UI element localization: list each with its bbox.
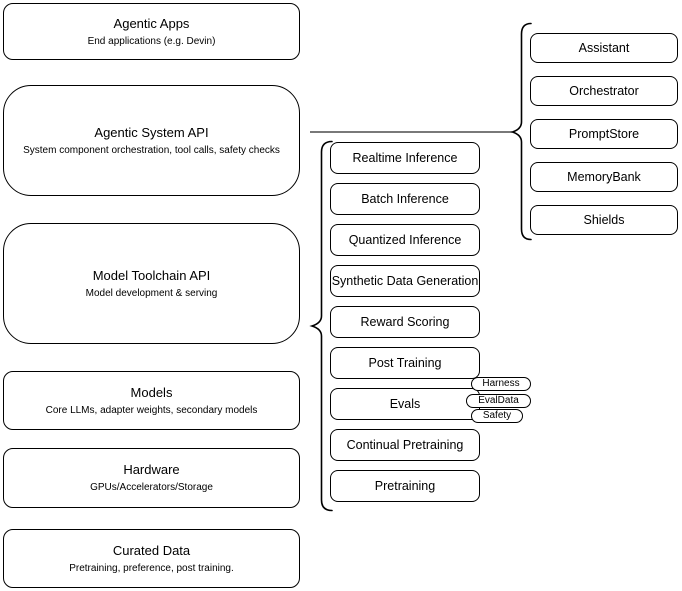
toolchain-item-label: Realtime Inference — [352, 151, 458, 165]
system-component-promptstore: PromptStore — [530, 119, 678, 149]
layer-title: Model Toolchain API — [92, 267, 211, 283]
toolchain-item-evals: Evals — [330, 388, 480, 420]
evals-tag-harness: Harness — [471, 377, 531, 391]
system-component-label: Orchestrator — [569, 84, 639, 98]
layer-model-toolchain-api: Model Toolchain API Model development & … — [3, 223, 300, 344]
toolchain-item-reward-scoring: Reward Scoring — [330, 306, 480, 338]
evals-tag-evaldata: EvalData — [466, 394, 531, 408]
toolchain-item-pretraining: Pretraining — [330, 470, 480, 502]
toolchain-item-post-training: Post Training — [330, 347, 480, 379]
system-component-label: PromptStore — [568, 127, 640, 141]
toolchain-item-label: Batch Inference — [361, 192, 449, 206]
toolchain-item-label: Quantized Inference — [348, 233, 462, 247]
layer-curated-data: Curated Data Pretraining, preference, po… — [3, 529, 300, 588]
layer-title: Curated Data — [112, 542, 191, 558]
layer-subtitle: End applications (e.g. Devin) — [87, 35, 216, 47]
layer-subtitle: Model development & serving — [85, 287, 218, 299]
toolchain-item-quantized-inference: Quantized Inference — [330, 224, 480, 256]
toolchain-item-synthetic-data-generation: Synthetic Data Generation — [330, 265, 480, 297]
toolchain-item-label: Continual Pretraining — [346, 438, 464, 452]
system-components-group-bracket — [509, 22, 532, 241]
layer-title: Hardware — [123, 462, 180, 477]
toolchain-item-label: Reward Scoring — [360, 315, 450, 329]
layer-agentic-apps: Agentic Apps End applications (e.g. Devi… — [3, 3, 300, 60]
toolchain-item-batch-inference: Batch Inference — [330, 183, 480, 215]
evals-tag-safety: Safety — [471, 409, 523, 423]
toolchain-item-continual-pretraining: Continual Pretraining — [330, 429, 480, 461]
toolchain-item-label: Evals — [389, 397, 421, 411]
layer-title: Agentic Apps — [113, 15, 190, 31]
system-component-assistant: Assistant — [530, 33, 678, 63]
layer-hardware: Hardware GPUs/Accelerators/Storage — [3, 448, 300, 508]
toolchain-item-realtime-inference: Realtime Inference — [330, 142, 480, 174]
system-component-shields: Shields — [530, 205, 678, 235]
toolchain-item-label: Post Training — [368, 356, 442, 370]
system-component-memorybank: MemoryBank — [530, 162, 678, 192]
layer-title: Agentic System API — [94, 124, 209, 140]
system-component-label: MemoryBank — [567, 170, 641, 184]
system-component-label: Assistant — [578, 41, 630, 55]
layer-title: Models — [130, 384, 173, 400]
layer-models: Models Core LLMs, adapter weights, secon… — [3, 371, 300, 430]
system-component-orchestrator: Orchestrator — [530, 76, 678, 106]
toolchain-group-bracket — [309, 140, 333, 512]
toolchain-item-label: Synthetic Data Generation — [331, 274, 479, 288]
system-component-label: Shields — [583, 213, 625, 227]
layer-subtitle: Core LLMs, adapter weights, secondary mo… — [45, 404, 258, 416]
toolchain-item-label: Pretraining — [374, 479, 436, 493]
layer-subtitle: Pretraining, preference, post training. — [69, 562, 234, 574]
layer-agentic-system-api: Agentic System API System component orch… — [3, 85, 300, 196]
layer-subtitle: GPUs/Accelerators/Storage — [90, 482, 213, 493]
layer-subtitle: System component orchestration, tool cal… — [23, 144, 280, 156]
